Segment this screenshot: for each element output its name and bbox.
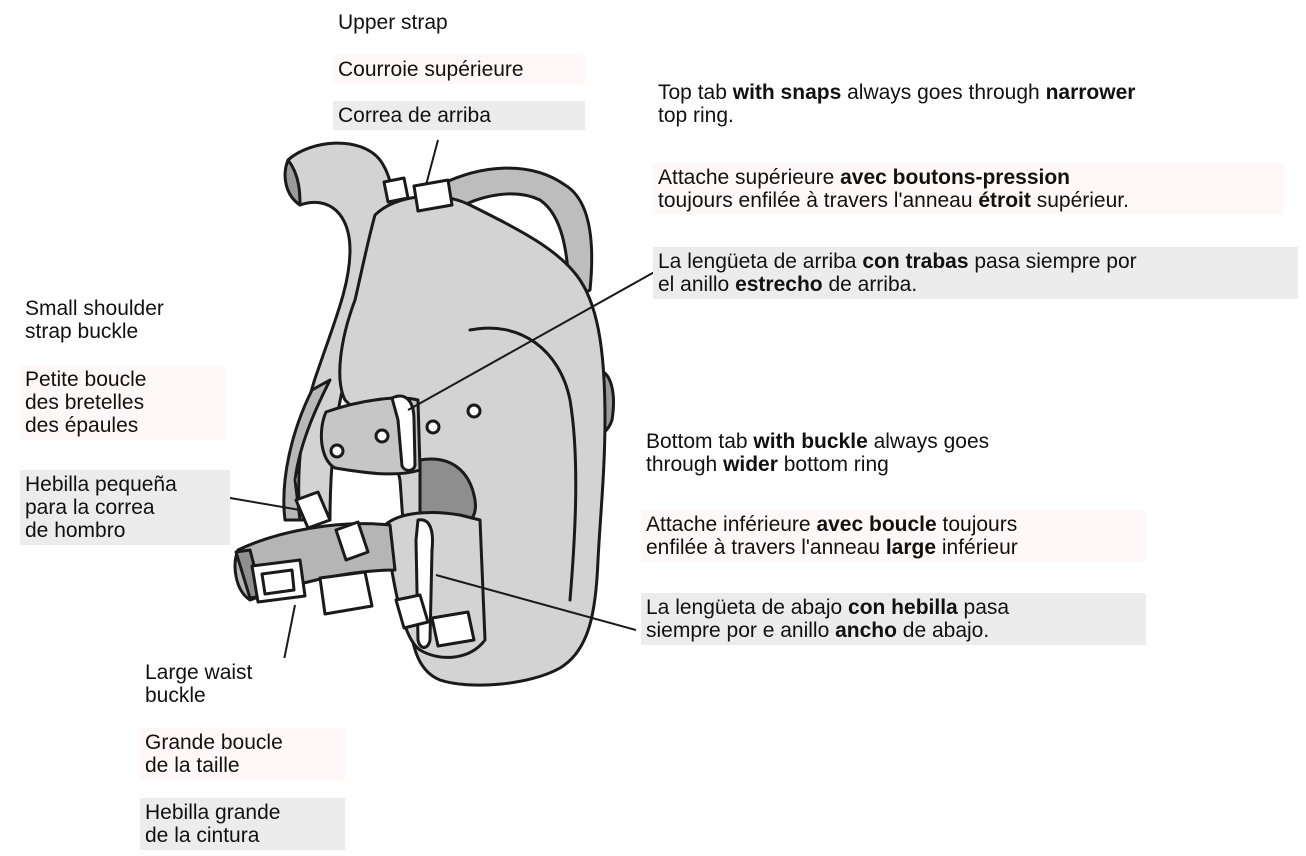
text-segment: Attache supérieure	[658, 166, 840, 189]
bottom-tab-label-fr: Attache inférieure avec boucle toujours …	[641, 510, 1146, 562]
text-segment: La lengüeta de abajo	[646, 596, 848, 619]
text-segment: de abajo.	[897, 619, 989, 642]
upper-strap-label-es: Correa de arriba	[333, 101, 585, 130]
bottom-ring	[416, 520, 432, 648]
bottom-tab-label-en: Bottom tab with buckle always goes throu…	[641, 427, 1141, 479]
text-segment: toujours enfilée à travers l'anneau	[658, 189, 978, 212]
top-strap-buckle-b	[414, 180, 452, 211]
leader-waist-buckle	[284, 605, 295, 660]
shoulder-buckle-label-fr: Petite boucle des bretelles des épaules	[20, 365, 225, 440]
text-segment: de arriba.	[823, 273, 918, 296]
text-segment: bottom ring	[778, 453, 889, 476]
snap-3	[427, 421, 439, 433]
text-segment: always goes through	[841, 81, 1045, 104]
shoulder-buckle-label-es: Hebilla pequeña para la correa de hombro	[20, 470, 230, 545]
bold-segment: avec boucle	[816, 513, 936, 536]
top-strap-buckle-a	[384, 178, 408, 202]
bottom-tab-label-es: La lengüeta de abajo con hebilla pasa si…	[641, 593, 1146, 645]
snap-4	[468, 405, 480, 417]
text-segment: supérieur.	[1031, 189, 1129, 212]
upper-strap-label-en: Upper strap	[333, 8, 553, 37]
waist-buckle-label-fr: Grande boucle de la taille	[140, 728, 345, 780]
upper-strap-label-fr: Courroie supérieure	[333, 55, 585, 84]
bold-segment: with snaps	[733, 81, 842, 104]
snap-2	[376, 430, 388, 442]
top-tab-label-en: Top tab with snaps always goes through n…	[653, 78, 1293, 130]
text-segment: Top tab	[658, 81, 733, 104]
bold-segment: étroit	[978, 189, 1031, 212]
bold-segment: con hebilla	[848, 596, 958, 619]
bold-segment: with buckle	[753, 430, 867, 453]
side-buckle-b	[432, 612, 474, 646]
text-segment: inférieur	[936, 536, 1018, 559]
bold-segment: con trabas	[862, 250, 968, 273]
bold-segment: wider	[723, 453, 778, 476]
waist-buckle-female	[320, 572, 372, 614]
waist-buckle-label-es: Hebilla grande de la cintura	[140, 798, 345, 850]
bold-segment: avec boutons-pression	[840, 166, 1070, 189]
bold-segment: ancho	[835, 619, 897, 642]
waist-buckle-slot	[262, 570, 294, 594]
text-segment: La lengüeta de arriba	[658, 250, 862, 273]
shoulder-buckle-label-en: Small shoulder strap buckle	[20, 294, 230, 346]
text-segment: Bottom tab	[646, 430, 753, 453]
snap-1	[331, 445, 343, 457]
top-tab-label-fr: Attache supérieure avec boutons-pression…	[653, 163, 1284, 215]
bold-segment: large	[886, 536, 936, 559]
leader-upper-strap	[426, 140, 438, 185]
waist-buckle-label-en: Large waist buckle	[140, 658, 340, 710]
text-segment: Attache inférieure	[646, 513, 816, 536]
top-tab-label-es: La lengüeta de arriba con trabas pasa si…	[653, 247, 1298, 299]
bold-segment: narrower	[1046, 81, 1136, 104]
bold-segment: estrecho	[735, 273, 823, 296]
text-segment: top ring.	[658, 104, 734, 127]
